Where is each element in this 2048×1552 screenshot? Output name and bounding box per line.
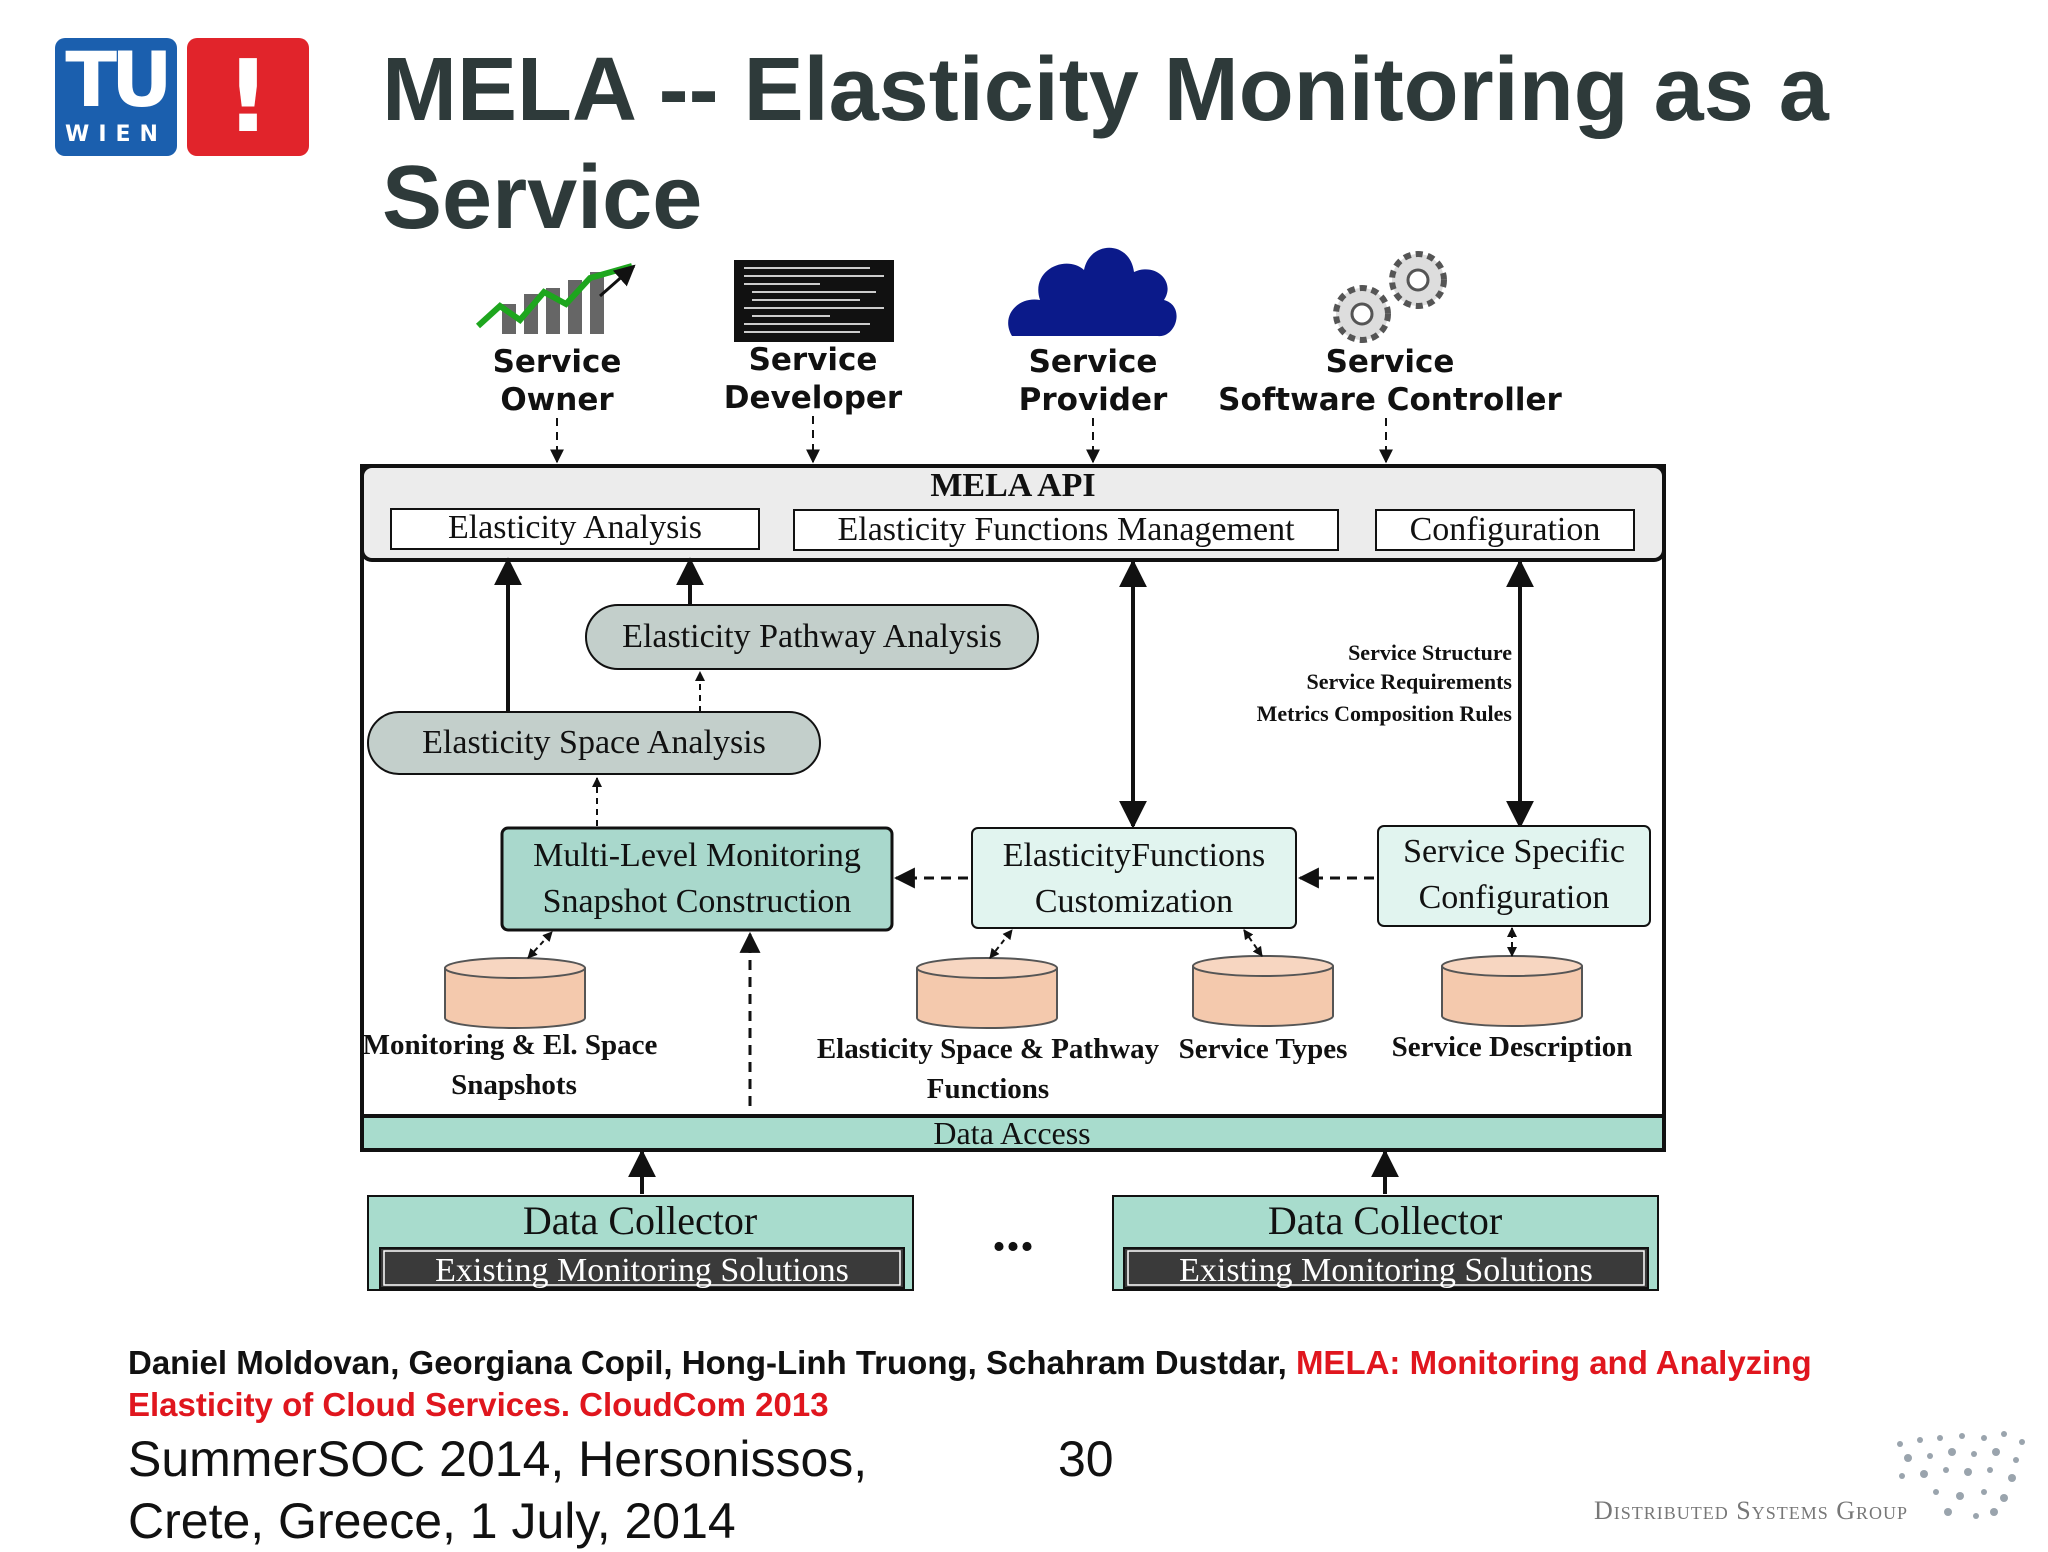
dsg-dots-logo (1897, 1431, 2025, 1519)
actor-controller-line2: Software Controller (1218, 382, 1562, 418)
functions-customization-line1: ElasticityFunctions (1003, 837, 1266, 874)
dsg-wordmark: Distributed Systems Group (1594, 1496, 1909, 1525)
data-access-band (360, 1114, 1666, 1152)
citation: Daniel Moldovan, Georgiana Copil, Hong-L… (128, 1342, 1928, 1426)
event-line2: Crete, Greece, 1 July, 2014 (128, 1493, 736, 1549)
snapshots-store-link (527, 931, 553, 959)
mela-api-title: MELA API (930, 467, 1095, 504)
snapshot-construction-line1: Multi-Level Monitoring (533, 837, 861, 874)
config-label-composition-rules: Metrics Composition Rules (1257, 701, 1513, 726)
left-existing-solutions-label: Existing Monitoring Solutions (435, 1252, 849, 1289)
actor-provider-line1: Service (1029, 344, 1158, 380)
elasticity-pathway-analysis (585, 604, 1039, 670)
service-config-line1: Service Specific (1403, 833, 1625, 870)
wien-logo-text: WIEN (65, 122, 167, 147)
functions-customization (971, 827, 1297, 929)
right-existing-solutions-label: Existing Monitoring Solutions (1179, 1252, 1593, 1289)
cloud-icon (1008, 247, 1177, 337)
service-config-line2: Configuration (1419, 879, 1610, 916)
service-types-store (1192, 955, 1334, 1027)
elasticity-space-analysis (367, 711, 821, 775)
exclamation-logo: ! (187, 38, 309, 156)
citation-paper-link[interactable]: MELA: Monitoring and Analyzing Elasticit… (128, 1344, 1812, 1423)
citation-authors: Daniel Moldovan, Georgiana Copil, Hong-L… (128, 1344, 1287, 1381)
snapshots-store-line1: Monitoring & El. Space (363, 1029, 658, 1061)
right-collector-title: Data Collector (1268, 1198, 1502, 1243)
left-existing-solutions (379, 1247, 905, 1289)
right-existing-solutions (1123, 1247, 1649, 1289)
functions-store-line1: Elasticity Space & Pathway (817, 1033, 1160, 1065)
api-elasticity-analysis-label: Elasticity Analysis (448, 509, 702, 546)
mela-outer-box (360, 464, 1666, 1152)
actor-provider-line2: Provider (1019, 382, 1168, 418)
left-collector-title: Data Collector (523, 1198, 757, 1243)
config-label-requirements: Service Requirements (1307, 669, 1513, 694)
service-specific-configuration (1377, 825, 1651, 927)
actor-developer-line1: Service (749, 342, 878, 378)
api-functions-management (793, 509, 1339, 551)
snapshots-store-line2: Snapshots (451, 1069, 577, 1101)
tu-logo-text: TU (65, 35, 173, 124)
actor-owner-line2: Owner (500, 382, 614, 418)
slide-title: MELA -- Elasticity Monitoring as a Servi… (382, 40, 1829, 248)
api-configuration (1375, 509, 1635, 551)
snapshot-construction (500, 826, 894, 932)
event-info: SummerSOC 2014, Hersonissos, Crete, Gree… (128, 1428, 1028, 1552)
page-number: 30 (1058, 1431, 1114, 1487)
functions-store-link (989, 929, 1013, 959)
snapshot-construction-line2: Snapshot Construction (543, 883, 852, 920)
data-access-label: Data Access (933, 1115, 1090, 1151)
actor-developer-line2: Developer (724, 380, 903, 416)
tu-wien-logo: TU WIEN (55, 38, 177, 156)
code-screen-icon (734, 260, 894, 342)
gears-icon (1333, 251, 1447, 343)
pathway-analysis-label: Elasticity Pathway Analysis (622, 618, 1002, 655)
functions-store (916, 957, 1058, 1029)
api-configuration-label: Configuration (1410, 511, 1601, 548)
service-description-store (1441, 955, 1583, 1027)
snapshots-store (444, 957, 586, 1029)
functions-store-line2: Functions (927, 1073, 1049, 1105)
event-line1: SummerSOC 2014, Hersonissos, (128, 1431, 868, 1487)
actor-controller-line1: Service (1326, 344, 1455, 380)
collectors-ellipsis: ... (992, 1201, 1034, 1263)
growth-chart-icon (475, 263, 636, 334)
service-description-store-label: Service Description (1392, 1031, 1633, 1063)
service-types-store-label: Service Types (1179, 1033, 1348, 1065)
functions-customization-line2: Customization (1035, 883, 1233, 920)
space-analysis-label: Elasticity Space Analysis (422, 724, 766, 761)
api-functions-management-label: Elasticity Functions Management (837, 511, 1295, 548)
api-elasticity-analysis (390, 508, 760, 550)
config-label-structure: Service Structure (1348, 640, 1512, 665)
actor-owner-line1: Service (493, 344, 622, 380)
